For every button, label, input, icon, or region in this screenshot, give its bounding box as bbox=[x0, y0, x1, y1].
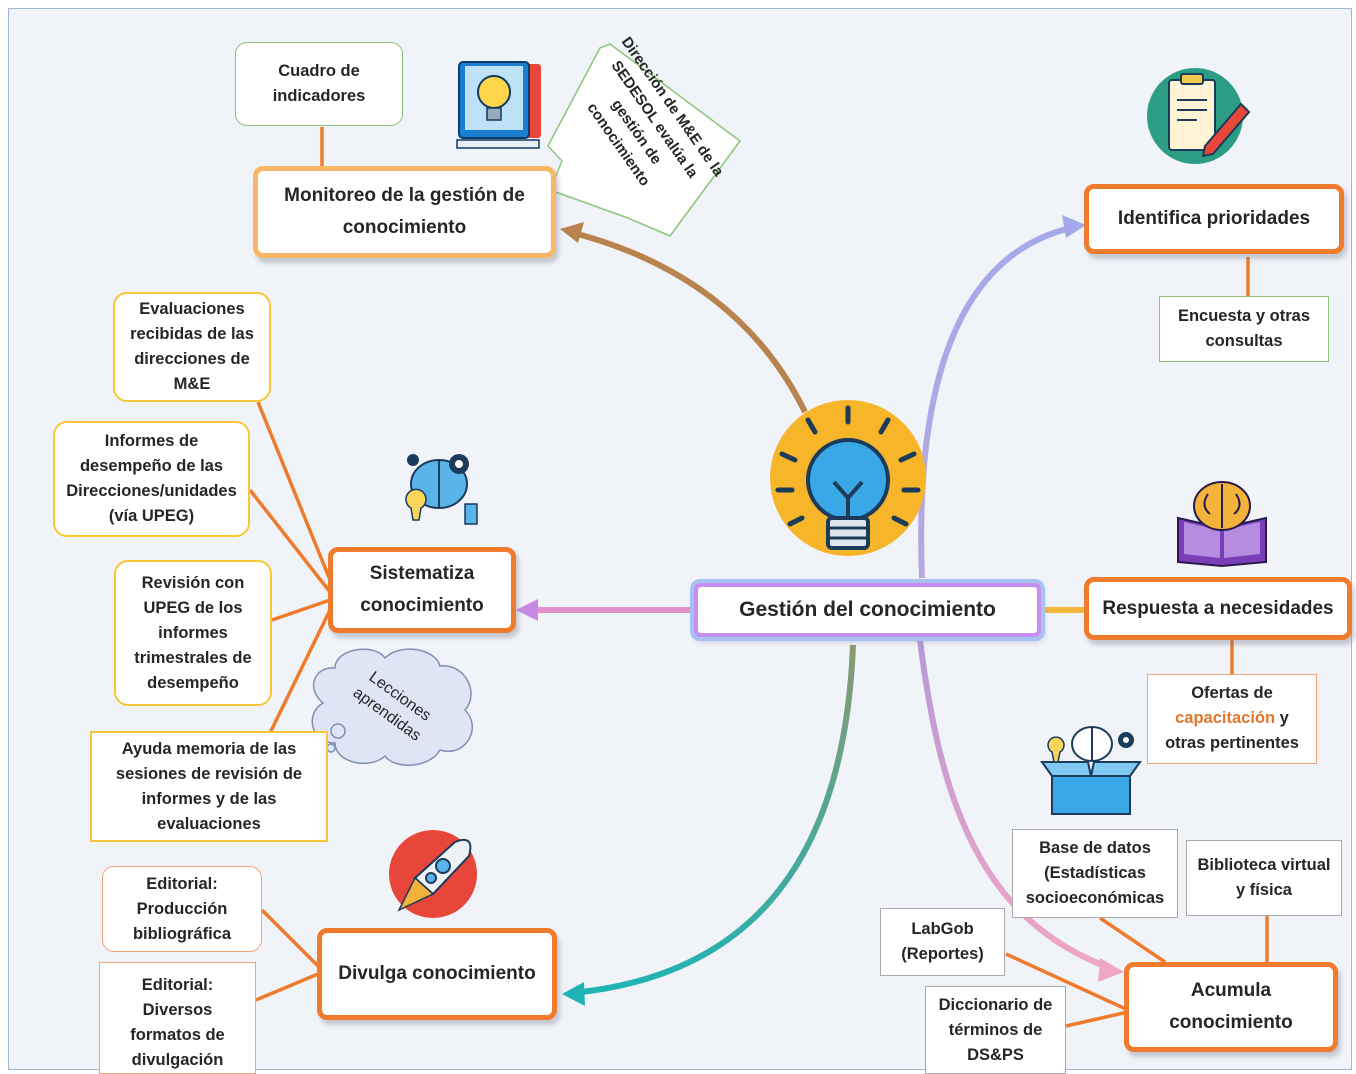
arrow-acumula bbox=[1098, 958, 1124, 982]
ofertas-text-post: y otras pertinentes bbox=[1165, 709, 1299, 752]
leaf-labgob: LabGob (Reportes) bbox=[880, 908, 1005, 976]
arrow-divulga bbox=[562, 982, 585, 1006]
link-labgob bbox=[1005, 952, 1129, 1012]
leaf-biblioteca: Biblioteca virtual y física bbox=[1186, 840, 1342, 916]
leaf-evaluaciones: Evaluaciones recibidas de las direccione… bbox=[113, 292, 271, 402]
thought-cloud-lecciones bbox=[311, 648, 474, 766]
leaf-encuesta: Encuesta y otras consultas bbox=[1159, 296, 1329, 362]
link-center-identifica bbox=[918, 223, 1081, 579]
leaf-revision: Revisión con UPEG de los informes trimes… bbox=[114, 560, 272, 706]
link-editorial2 bbox=[255, 972, 319, 1002]
leaf-editorial2: Editorial: Diversos formatos de divulgac… bbox=[99, 962, 256, 1074]
branch-respuesta: Respuesta a necesidades bbox=[1084, 577, 1352, 640]
leaf-base-datos: Base de datos (Estadísticas socioeconómi… bbox=[1012, 829, 1178, 918]
link-revision bbox=[271, 598, 331, 622]
link-editorial1 bbox=[260, 908, 320, 968]
leaf-ofertas: Ofertas de capacitación y otras pertinen… bbox=[1147, 674, 1317, 764]
link-ayuda bbox=[268, 609, 332, 734]
link-diccionario bbox=[1065, 1010, 1129, 1028]
rocket-icon bbox=[389, 830, 477, 918]
clipboard-pencil-icon bbox=[1147, 68, 1251, 164]
center-node: Gestión del conocimiento bbox=[690, 579, 1045, 641]
branch-divulga: Divulga conocimiento bbox=[317, 928, 557, 1020]
brain-box-icon bbox=[1040, 726, 1142, 815]
leaf-cuadro: Cuadro de indicadores bbox=[235, 42, 403, 126]
leaf-editorial1: Editorial: Producción bibliográfica bbox=[102, 866, 262, 952]
leaf-links bbox=[248, 127, 1269, 1028]
leaf-diccionario: Diccionario de términos de DS&PS bbox=[925, 986, 1066, 1074]
lightbulb-book-icon bbox=[456, 61, 541, 149]
link-center-monitoreo bbox=[569, 229, 808, 414]
ofertas-text-accent: capacitación bbox=[1175, 709, 1276, 727]
leaf-informes: Informes de desempeño de las Direcciones… bbox=[53, 421, 250, 537]
link-base bbox=[1099, 916, 1166, 964]
brain-book-icon bbox=[1177, 481, 1267, 568]
branch-acumula: Acumula conocimiento bbox=[1124, 962, 1338, 1052]
branch-identifica: Identifica prioridades bbox=[1084, 184, 1344, 254]
link-informes bbox=[248, 488, 332, 594]
arrow-sistematiza bbox=[516, 599, 538, 621]
link-center-divulga bbox=[571, 644, 856, 996]
arrow-identifica bbox=[1062, 215, 1086, 238]
leaf-ayuda: Ayuda memoria de las sesiones de revisió… bbox=[90, 731, 328, 842]
link-center-acumula bbox=[917, 639, 1112, 971]
branch-monitoreo: Monitoreo de la gestión de conocimiento bbox=[253, 166, 556, 258]
ofertas-text-pre: Ofertas de bbox=[1191, 684, 1273, 702]
brain-gears-icon bbox=[405, 454, 478, 525]
arrow-monitoreo bbox=[560, 222, 584, 243]
link-evaluaciones bbox=[256, 401, 332, 581]
branch-sistematiza: Sistematiza conocimiento bbox=[328, 547, 516, 633]
central-lightbulb-icon bbox=[770, 400, 926, 556]
